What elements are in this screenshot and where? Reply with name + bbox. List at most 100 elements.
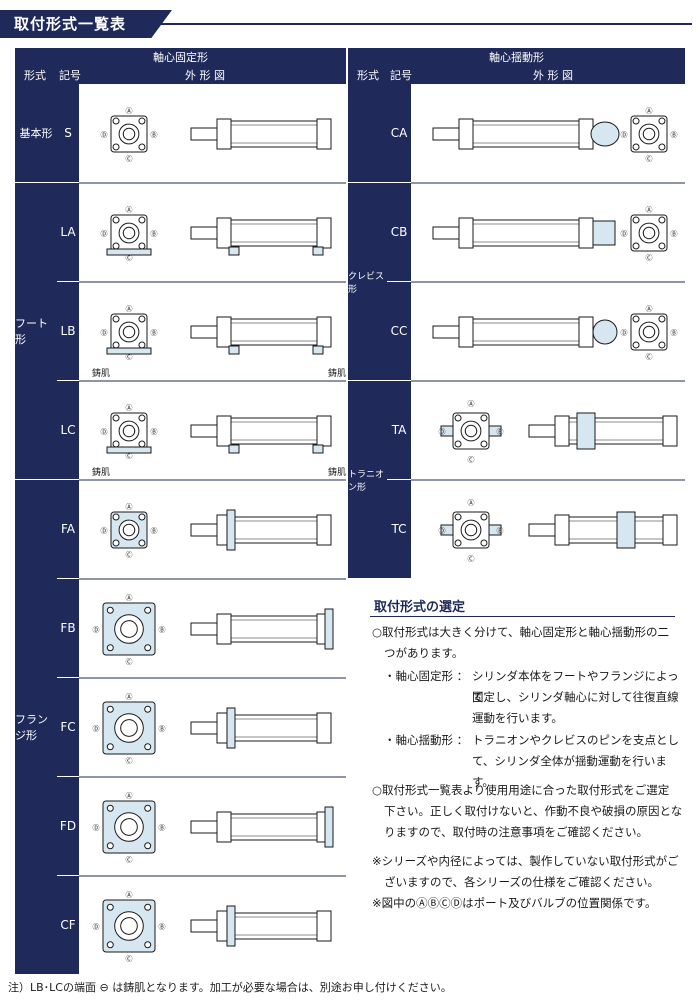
port-c-mark: Ⓒ	[468, 555, 475, 563]
cylinder-tube	[230, 516, 318, 544]
end-view	[110, 115, 148, 153]
rod-cover	[458, 217, 474, 249]
head-cover	[316, 217, 332, 249]
figure-row-cf: ⒶⒷⒸⒹ	[93, 891, 332, 963]
port-c-mark: Ⓒ	[646, 353, 653, 361]
rod-cover	[554, 514, 570, 546]
head-cover	[578, 217, 594, 249]
port-d-mark: Ⓓ	[93, 824, 100, 832]
side-view	[190, 118, 332, 150]
group-basic: 基本形	[15, 84, 57, 183]
port-c-mark: Ⓒ	[126, 551, 133, 559]
figure-row-s: ⒶⒷⒸⒹ	[101, 107, 332, 163]
head-cover	[662, 514, 678, 546]
head-cover	[578, 316, 594, 348]
tie-rod-nut	[112, 315, 120, 323]
right-group-header: 軸心揺動形	[348, 48, 685, 67]
head-cover	[316, 514, 332, 546]
port-b-mark: Ⓑ	[151, 131, 158, 139]
piston-rod	[528, 523, 556, 537]
tie-rod-nut	[454, 539, 462, 547]
rod-cover	[216, 217, 232, 249]
figure-row-ca: Ⓐ Ⓑ Ⓒ Ⓓ	[432, 107, 678, 163]
tie-rod-nut	[138, 440, 146, 448]
rod-cover	[458, 316, 474, 348]
port-c-mark: Ⓒ	[126, 856, 133, 864]
end-rod	[642, 127, 656, 141]
tie-rod-nut	[144, 842, 152, 850]
sel-swing-label: ・軸心揺動形 ：	[384, 733, 469, 747]
left-figures: ⒶⒷⒸⒹⒶⒷⒸⒹⒶⒷⒸⒹ鋳肌鋳肌ⒶⒷⒸⒹ鋳肌鋳肌ⒶⒷⒸⒹⒶⒷⒸⒹⒶⒷⒸⒹⒶⒷⒸⒹ…	[79, 107, 346, 963]
side-view	[190, 514, 332, 546]
sel-fixed-label: ・軸心固定形 ：	[384, 669, 469, 683]
end-view	[102, 800, 156, 854]
head-cover	[316, 415, 332, 447]
code-cc: CC	[387, 282, 411, 381]
rod-cover	[458, 118, 474, 150]
port-a-mark: Ⓐ	[126, 503, 133, 511]
tie-rod-nut	[106, 903, 114, 911]
piston-rod	[190, 919, 218, 933]
tie-rod-nut	[138, 539, 146, 547]
tie-rod-nut	[658, 315, 666, 323]
port-c-mark: Ⓒ	[126, 452, 133, 460]
cast-label: 鋳肌	[92, 367, 110, 379]
end-rod	[464, 523, 478, 537]
port-c-mark: Ⓒ	[126, 353, 133, 361]
cylinder-tube	[230, 120, 318, 148]
port-d-mark: Ⓓ	[621, 230, 628, 238]
selection-underline	[370, 616, 675, 617]
end-view	[102, 899, 156, 953]
flange-plate	[324, 806, 334, 848]
code-cb: CB	[387, 183, 411, 282]
code-fc: FC	[57, 678, 79, 777]
cylinder-tube	[472, 318, 580, 346]
port-a-mark: Ⓐ	[126, 594, 133, 602]
tie-rod-nut	[658, 216, 666, 224]
piston-rod	[432, 127, 460, 141]
left-col-headers: 形式 記号 外 形 図	[15, 67, 346, 84]
figure-row-cc: ⒶⒷⒸⒹ	[432, 305, 678, 361]
end-view	[630, 214, 668, 252]
code-cf: CF	[57, 876, 79, 974]
port-c-mark: Ⓒ	[646, 155, 653, 163]
side-view	[190, 613, 332, 645]
end-rod	[122, 523, 136, 537]
title-banner: 取付形式一覧表	[0, 10, 700, 38]
code-fb: FB	[57, 579, 79, 678]
side-view	[190, 415, 332, 447]
flange-plate	[226, 905, 236, 947]
port-a-mark: Ⓐ	[646, 107, 653, 115]
piston-rod	[432, 325, 460, 339]
right-col-headers: 形式 記号 外 形 図	[348, 67, 685, 84]
sel-p2c: りますので、取付時の注意事項をご確認ください。	[384, 825, 649, 839]
sel-fixed-2: 固定し、シリンダ軸心に対して往復直線	[472, 690, 679, 704]
tie-rod-nut	[658, 341, 666, 349]
port-a-mark: Ⓐ	[126, 305, 133, 313]
rod-cover	[554, 415, 570, 447]
tie-rod-nut	[112, 414, 120, 422]
port-d-mark: Ⓓ	[621, 131, 628, 139]
piston-rod	[528, 424, 556, 438]
foot-front	[228, 246, 240, 256]
tie-rod-nut	[106, 941, 114, 949]
port-c-mark: Ⓒ	[126, 757, 133, 765]
trunnion-block	[576, 412, 596, 450]
rod-cover	[216, 118, 232, 150]
sel-swing-2: て、シリンダ全体が揺動運動を行います。	[472, 754, 667, 789]
tie-rod-nut	[632, 216, 640, 224]
port-b-mark: Ⓑ	[671, 131, 678, 139]
code-tc: TC	[387, 480, 411, 578]
side-view	[528, 514, 678, 546]
end-view	[630, 115, 668, 153]
cast-label: 鋳肌	[328, 367, 346, 379]
clevis-eye	[590, 121, 620, 147]
tie-rod-nut	[112, 513, 120, 521]
sel-p2a: ○取付形式一覧表より使用用途に合った取付形式をご選定	[372, 783, 670, 797]
group-trunnion: トラニオン形	[348, 381, 387, 578]
end-rod	[120, 818, 138, 836]
tie-rod-nut	[106, 804, 114, 812]
tie-rod-nut	[480, 414, 488, 422]
tie-rod-nut	[138, 117, 146, 125]
flange-plate	[324, 608, 334, 650]
